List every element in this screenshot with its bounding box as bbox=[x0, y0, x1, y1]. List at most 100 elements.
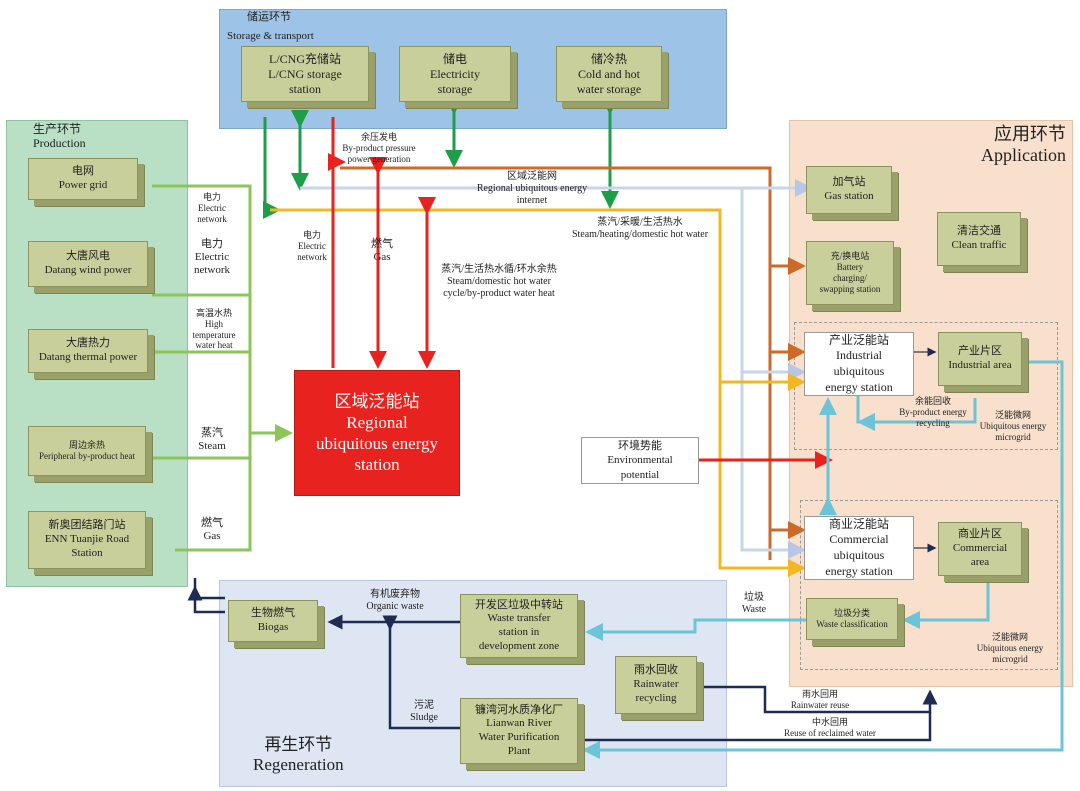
label-byproduct-power: 余压发电 By-product pressure power generatio… bbox=[334, 132, 424, 164]
label-waste: 垃圾 Waste bbox=[730, 592, 778, 616]
internet-en1: Regional ubiquitous energy bbox=[476, 183, 588, 194]
ind-area-cn: 产业片区 bbox=[958, 345, 1002, 358]
recycle-cn: 余能回收 bbox=[914, 396, 951, 406]
prod-label-water-heat: 高温水热 High temperature water heat bbox=[186, 308, 242, 351]
micro1-en2: microgrid bbox=[995, 431, 1031, 442]
cold-hot-water-storage: 储冷热 Cold and hot water storage bbox=[556, 46, 662, 102]
rainwater-cn: 雨水回收 bbox=[634, 664, 678, 677]
plant-en1: Lianwan River bbox=[486, 717, 552, 730]
lcng-en1: L/CNG storage bbox=[268, 66, 342, 81]
battery-station-box: 充/换电站 Battery charging/ swapping station bbox=[806, 241, 894, 305]
datang-thermal-box: 大唐热力 Datang thermal power bbox=[28, 329, 148, 373]
production-title-cn: 生产环节 bbox=[33, 122, 82, 136]
com-area-en2: area bbox=[970, 555, 990, 568]
prod-label-steam-en: Steam bbox=[198, 440, 226, 453]
prod-label-steam: 蒸汽 Steam bbox=[190, 427, 234, 453]
power-grid-cn: 电网 bbox=[72, 165, 94, 178]
peripheral-heat-en: Peripheral by-product heat bbox=[39, 451, 135, 461]
env-cn: 环境势能 bbox=[618, 440, 662, 453]
center-en3: station bbox=[354, 455, 400, 475]
clean-traffic-box: 清洁交通 Clean traffic bbox=[937, 212, 1021, 266]
lcng-cn: L/CNG充储站 bbox=[268, 51, 341, 66]
micro1-cn: 泛能微网 bbox=[994, 410, 1031, 420]
waste-transfer-box: 开发区垃圾中转站 Waste transfer station in devel… bbox=[460, 594, 578, 658]
datang-wind-en: Datang wind power bbox=[44, 264, 132, 276]
enn-station-cn: 新奥团结路门站 bbox=[48, 519, 126, 532]
internet-cn: 区域泛能网 bbox=[507, 171, 557, 182]
clean-traffic-cn: 清洁交通 bbox=[957, 225, 1001, 238]
regeneration-title-en: Regeneration bbox=[253, 754, 344, 774]
datang-thermal-en: Datang thermal power bbox=[38, 351, 138, 363]
water-plant-box: 镰湾河水质净化厂 Lianwan River Water Purificatio… bbox=[460, 698, 578, 764]
peripheral-heat-box: 周边余热 Peripheral by-product heat bbox=[28, 426, 146, 476]
ind-station-en2: ubiquitous bbox=[833, 364, 885, 378]
gas-station-en: Gas station bbox=[824, 190, 874, 202]
cold-hot-cn: 储冷热 bbox=[590, 51, 627, 66]
steam-heating-en: Steam/heating/domestic hot water bbox=[571, 229, 709, 240]
industrial-energy-station: 产业泛能站 Industrial ubiquitous energy stati… bbox=[804, 332, 914, 396]
waste-classification-box: 垃圾分类 Waste classification bbox=[806, 598, 898, 640]
cold-hot-en2: water storage bbox=[576, 81, 642, 96]
gas-station-cn: 加气站 bbox=[832, 176, 866, 189]
prod-label-electric-2-en: Electric network bbox=[193, 251, 231, 277]
label-steam-heating: 蒸汽/采暖/生活热水 Steam/heating/domestic hot wa… bbox=[560, 217, 720, 241]
industrial-area-box: 产业片区 Industrial area bbox=[938, 332, 1022, 386]
rainwater-en1: Rainwater bbox=[633, 678, 679, 691]
enn-station-en: ENN Tuanjie Road Station bbox=[44, 533, 130, 559]
application-title-cn: 应用环节 bbox=[994, 124, 1066, 144]
ind-station-en1: Industrial bbox=[836, 348, 882, 363]
organic-cn: 有机废弃物 bbox=[370, 589, 420, 600]
steam-heating-cn: 蒸汽/采暖/生活热水 bbox=[597, 217, 683, 228]
storage-title-cn: 储运环节 bbox=[247, 11, 291, 23]
label-microgrid-1: 泛能微网 Ubiquitous energy microgrid bbox=[975, 410, 1051, 442]
elec-net-en1: Electric bbox=[298, 240, 326, 251]
production-title-en: Production bbox=[33, 135, 86, 150]
plant-en3: Plant bbox=[507, 744, 531, 757]
prod-label-electric-2-cn: 电力 bbox=[201, 238, 223, 250]
transfer-en3: development zone bbox=[478, 639, 560, 652]
prod-label-gas-en: Gas bbox=[203, 530, 221, 543]
env-en2: potential bbox=[620, 468, 660, 481]
datang-thermal-cn: 大唐热力 bbox=[66, 337, 110, 350]
plant-en2: Water Purification bbox=[478, 731, 560, 743]
label-organic-waste: 有机废弃物 Organic waste bbox=[355, 589, 435, 613]
sludge-en: Sludge bbox=[410, 712, 438, 723]
center-en2: ubiquitous energy bbox=[316, 434, 438, 453]
prod-label-electric-1: 电力 Electric network bbox=[190, 192, 234, 224]
center-cn: 区域泛能站 bbox=[334, 391, 420, 411]
biogas-box: 生物燃气 Biogas bbox=[228, 600, 318, 642]
regional-energy-station: 区域泛能站 Regional ubiquitous energy station bbox=[294, 370, 460, 496]
elec-storage-cn: 储电 bbox=[442, 51, 467, 66]
micro2-en2: microgrid bbox=[992, 653, 1028, 664]
electricity-storage: 储电 Electricity storage bbox=[399, 46, 511, 102]
byproduct-cn: 余压发电 bbox=[360, 132, 397, 142]
ind-station-cn: 产业泛能站 bbox=[828, 332, 889, 347]
biogas-cn: 生物燃气 bbox=[251, 607, 295, 620]
elec-storage-en2: storage bbox=[437, 81, 473, 96]
gas-station-box: 加气站 Gas station bbox=[806, 166, 892, 214]
production-title: 生产环节 Production bbox=[33, 122, 86, 151]
steam-cycle-cn: 蒸汽/生活热水循/环水余热 bbox=[441, 264, 557, 275]
label-rainwater-reuse: 雨水回用 Rainwater reuse bbox=[782, 689, 858, 711]
waste-class-en: Waste classification bbox=[816, 619, 888, 629]
center-en1: Regional bbox=[346, 412, 408, 432]
com-station-en3: energy station bbox=[825, 563, 893, 578]
ind-area-en: Industrial area bbox=[948, 359, 1012, 371]
storage-title: 储运环节 Storage & transport bbox=[227, 11, 334, 42]
prod-label-water-heat-en: High temperature water heat bbox=[192, 318, 236, 351]
datang-wind-cn: 大唐风电 bbox=[66, 250, 110, 263]
label-microgrid-2: 泛能微网 Ubiquitous energy microgrid bbox=[970, 632, 1050, 664]
commercial-group bbox=[800, 500, 1058, 670]
label-reclaimed-water: 中水回用 Reuse of reclaimed water bbox=[778, 717, 882, 739]
waste-en: Waste bbox=[741, 604, 767, 615]
cold-hot-en1: Cold and hot bbox=[578, 66, 640, 81]
com-station-en2: ubiquitous bbox=[833, 548, 885, 562]
label-sludge: 污泥 Sludge bbox=[404, 700, 444, 724]
biogas-en: Biogas bbox=[257, 621, 289, 633]
label-steam-cycle: 蒸汽/生活热水循/环水余热 Steam/domestic hot water c… bbox=[432, 264, 566, 300]
power-grid-en: Power grid bbox=[58, 179, 108, 191]
battery-en3: swapping station bbox=[819, 284, 881, 295]
reclaim-cn: 中水回用 bbox=[811, 717, 848, 727]
prod-label-electric-1-cn: 电力 bbox=[202, 192, 221, 202]
